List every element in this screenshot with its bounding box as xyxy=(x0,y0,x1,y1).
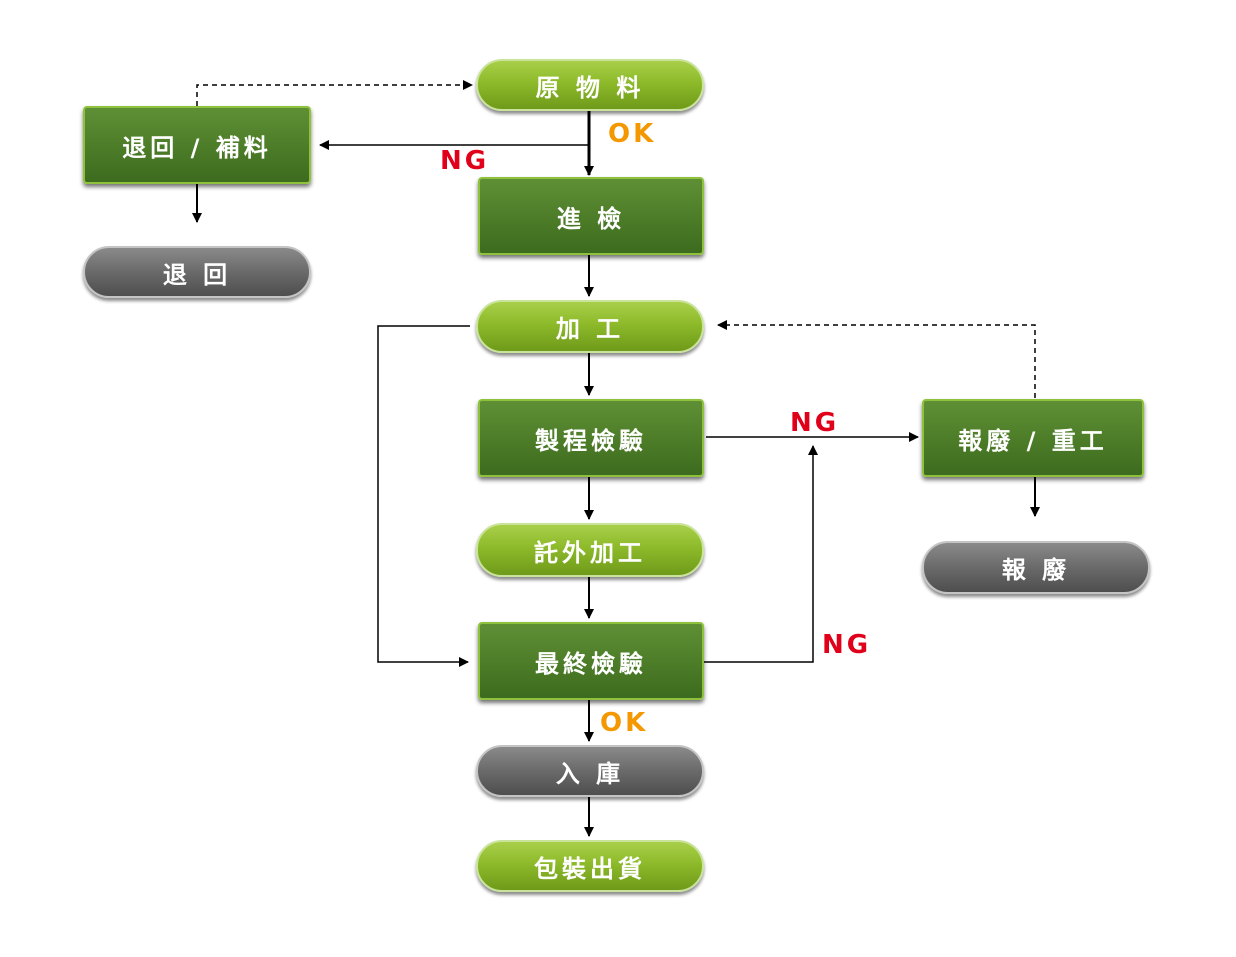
edge-scrap-rework-to-processing xyxy=(717,320,1036,398)
node-return-replenish: 退回 / 補料 xyxy=(83,106,311,184)
label-ok-incoming: OK xyxy=(608,119,657,149)
node-return: 退 回 xyxy=(83,246,311,298)
label-ng-incoming: NG xyxy=(440,146,490,176)
node-packing-shipping: 包裝出貨 xyxy=(476,840,704,892)
node-warehousing: 入 庫 xyxy=(476,745,704,797)
label-ng-final: NG xyxy=(822,630,872,660)
node-raw-material: 原 物 料 xyxy=(476,59,704,111)
label-ng-process: NG xyxy=(790,408,840,438)
edge-replenish-to-raw-material xyxy=(196,80,473,106)
node-scrap-rework: 報廢 / 重工 xyxy=(922,399,1144,477)
node-incoming-inspection: 進 檢 xyxy=(478,177,704,255)
label-ok-final: OK xyxy=(600,708,649,738)
node-processing: 加 工 xyxy=(476,300,704,353)
edge-final-inspection-ng xyxy=(704,445,818,663)
node-process-inspection: 製程檢驗 xyxy=(478,399,704,477)
node-outsourced-processing: 託外加工 xyxy=(476,523,704,577)
edge-processing-to-final-inspection xyxy=(377,325,470,667)
node-scrap: 報 廢 xyxy=(922,541,1150,594)
node-final-inspection: 最終檢驗 xyxy=(478,622,704,700)
